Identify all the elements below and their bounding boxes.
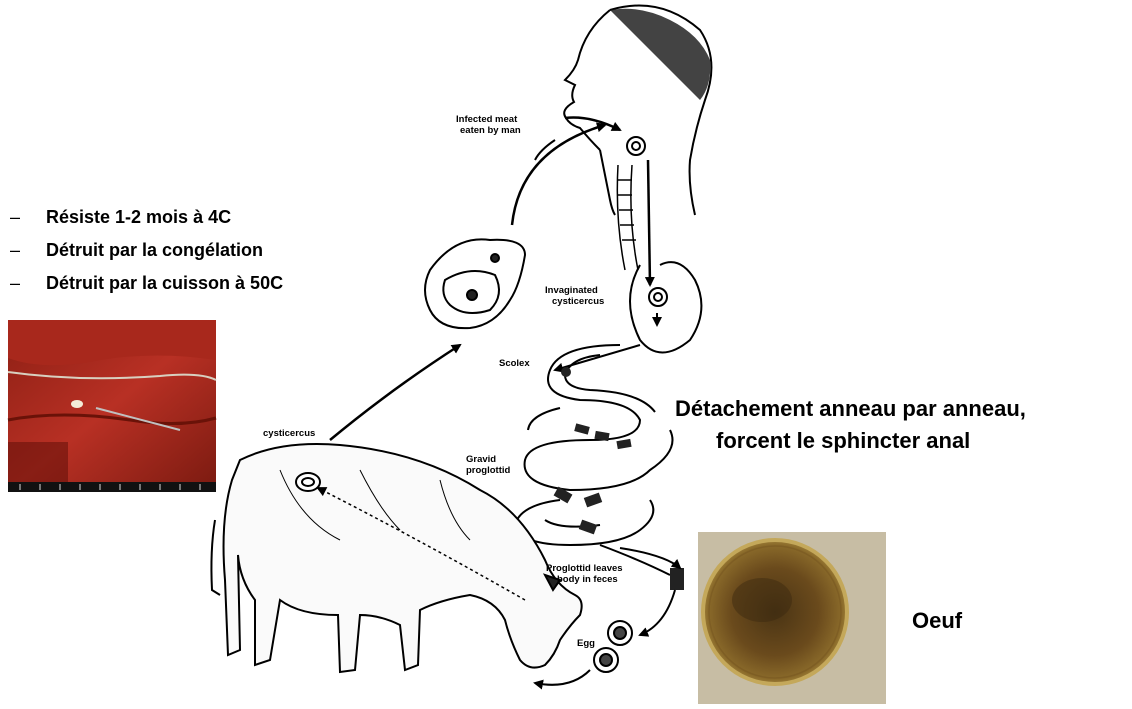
label-cysticercus-cow: cysticercus [263, 428, 315, 439]
label-proglottid: proglottid [466, 465, 511, 476]
human-head-illustration [535, 6, 711, 216]
label-gravid: Gravid [466, 454, 496, 465]
label-infected-meat: Infected meat [456, 114, 518, 125]
expelled-proglottid [670, 568, 684, 590]
label-scolex: Scolex [499, 358, 530, 369]
esophagus [617, 165, 638, 270]
cow-illustration [211, 444, 581, 672]
infected-meat-steak [425, 239, 525, 328]
label-egg: Egg [577, 638, 595, 649]
label-proglottid-leaves: Proglottid leaves [546, 563, 623, 574]
stomach [630, 262, 701, 352]
cow-to-meat-arrow [330, 345, 460, 440]
egg-to-cow-arrow [535, 670, 590, 685]
egg-illustrations [594, 621, 632, 672]
label-eaten-by-man: eaten by man [460, 125, 521, 136]
scolex-arrow [555, 345, 640, 370]
scolex-mark [561, 367, 571, 377]
egg-micrograph [698, 532, 886, 704]
ruler [8, 482, 216, 492]
intestine [515, 345, 673, 575]
label-cysticercus-inv: cysticercus [552, 296, 604, 307]
meat-photo [8, 320, 216, 492]
proglottid-to-egg-arrow [640, 590, 675, 635]
label-invaginated: Invaginated [545, 285, 598, 296]
cysticercus-cyst [71, 400, 83, 408]
label-body-in-feces: body in feces [557, 574, 618, 585]
